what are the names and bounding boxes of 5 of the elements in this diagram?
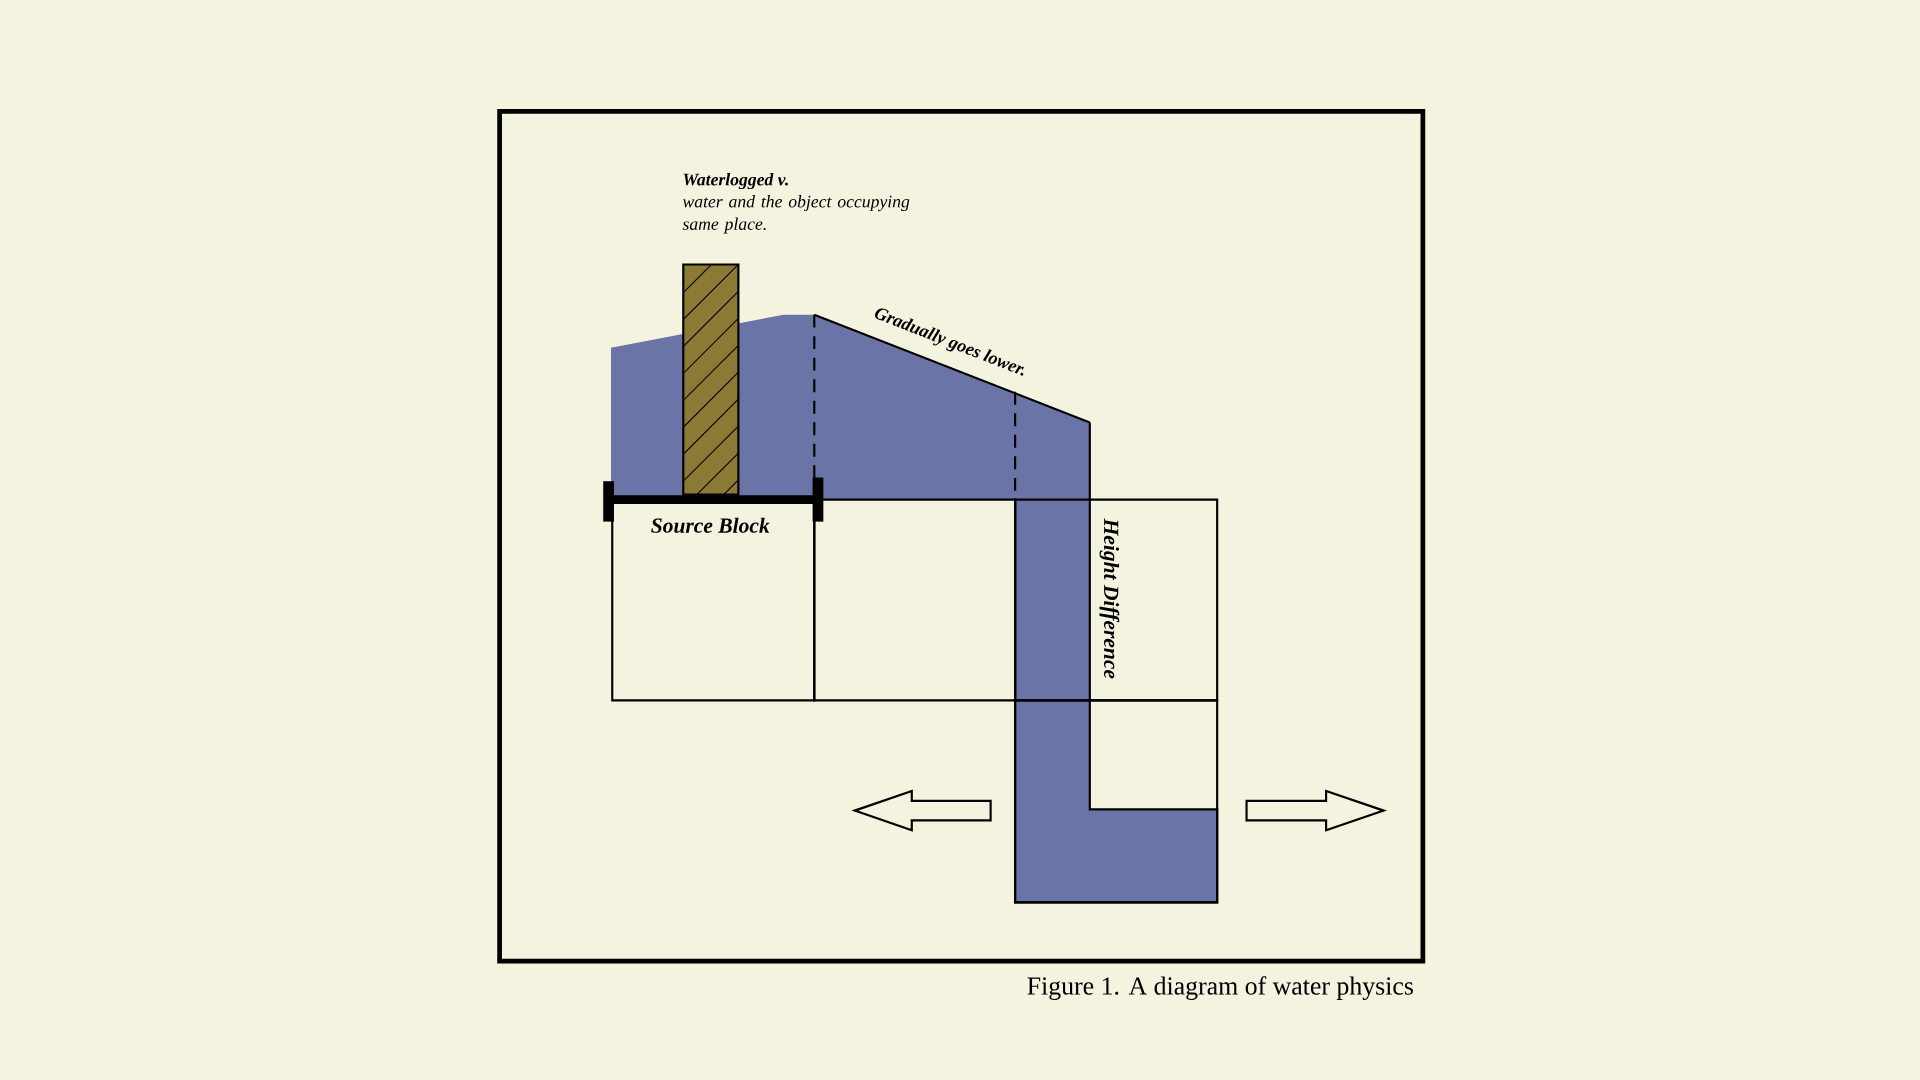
term-definition: water and the object occupying same place.: [682, 195, 910, 234]
height-label: Height Difference: [1099, 518, 1120, 679]
block-label: Source Block: [651, 517, 770, 533]
term-heading: Waterlogged v.: [683, 173, 788, 190]
figure-caption: Figure 1. A diagram of water physics: [1027, 976, 1413, 1001]
